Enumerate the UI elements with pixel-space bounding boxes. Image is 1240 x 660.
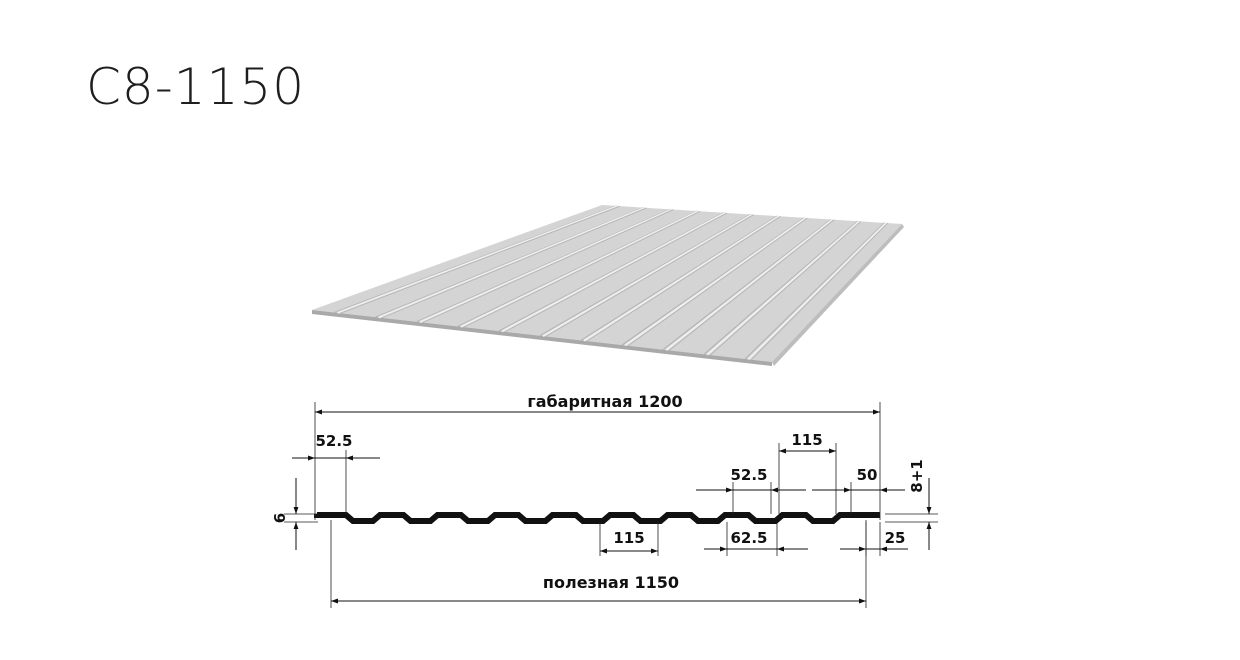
overall-width-label: габаритная 1200 [527,392,682,411]
height-left-label: 6 [271,513,289,523]
sheet-rib [422,209,674,323]
sheet-front-edge [312,310,772,366]
dimension-arrows [292,409,932,604]
sheet-rib [627,217,808,347]
sheet-rib [378,206,646,319]
sheet-rib [504,212,728,333]
sheet-surface [312,205,902,362]
edge-width-label: 52.5 [315,432,352,450]
rib-pitch-bottom-label: 115 [613,529,644,547]
sheet-rib [381,207,647,319]
end-flange-label: 50 [857,466,878,484]
sheet-rib [747,222,887,361]
extension-lines [284,402,938,608]
sheet-rib [703,220,859,355]
end-overhang-label: 25 [885,529,906,547]
sheet-rib [709,221,862,356]
sheet-rib [624,217,807,347]
useful-width-label: полезная 1150 [543,573,679,592]
sheet-rib [583,215,780,342]
sheet-rib [665,218,834,351]
rib-bottom-label: 62.5 [730,529,767,547]
sheet-side-edge [772,224,904,366]
rib-pitch-top-label: 115 [791,431,822,449]
sheet-rib [542,213,753,338]
sheet-rib [668,219,835,351]
height-total-label: 8+1 [908,459,926,492]
sheet-rib [744,222,886,360]
sheet-rib [460,210,700,328]
sheet-rib [621,217,805,346]
profile-cross-section [314,512,880,524]
sheet-rib [706,220,861,356]
sheet-rib [340,205,620,314]
sheet-rib [463,210,701,328]
sheet-rib [419,208,673,324]
sheet-rib [501,211,726,333]
sheet-rib [586,215,781,342]
sheet-rib [545,214,754,337]
sheet-rib [662,218,832,351]
dimension-labels: габаритная 1200 полезная 1150 52.5 115 5… [271,392,926,592]
sheet-rib [337,205,619,314]
sheet-ribs [334,205,888,361]
sheet-rib [750,222,888,360]
rib-top-label: 52.5 [730,466,767,484]
sheet-illustration [312,205,904,366]
page-title: С8-1150 [86,58,306,116]
